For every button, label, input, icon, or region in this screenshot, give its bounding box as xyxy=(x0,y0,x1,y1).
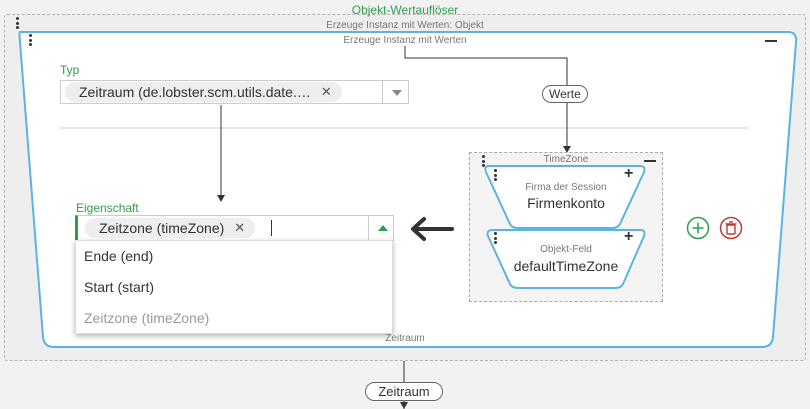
eigenschaft-chip-label: Zeitzone (timeZone) xyxy=(99,220,225,236)
main-kebab-icon[interactable] xyxy=(28,34,32,46)
trash-icon[interactable] xyxy=(719,216,743,240)
dropdown-option-start[interactable]: Start (start) xyxy=(84,279,155,295)
typ-chip-close-icon[interactable]: ✕ xyxy=(320,84,332,99)
typ-select-divider xyxy=(382,81,383,103)
timezone-minus-icon[interactable] xyxy=(644,160,656,162)
arrow-left-icon xyxy=(411,217,454,241)
add-circle-icon[interactable] xyxy=(686,216,710,240)
typ-label: Typ xyxy=(60,63,80,77)
typ-select[interactable]: Zeitraum (de.lobster.scm.utils.date.… ✕ xyxy=(60,80,409,104)
main-card-header: Erzeuge Instanz mit Werten xyxy=(343,35,467,46)
text-cursor xyxy=(271,220,272,236)
card1-label: Firma der Session xyxy=(525,182,607,193)
eigenschaft-select-divider xyxy=(368,216,369,240)
card1-value: Firmenkonto xyxy=(527,195,605,211)
outer-title: Objekt-Wertauflöser xyxy=(351,3,459,17)
bottom-zeitraum-pill[interactable]: Zeitraum xyxy=(365,382,443,401)
outer-kebab-icon[interactable] xyxy=(15,17,19,29)
timezone-cards-shapes xyxy=(484,165,646,289)
typ-chip-label: Zeitraum (de.lobster.scm.utils.date.… xyxy=(79,84,311,100)
chevron-down-icon[interactable] xyxy=(392,90,402,96)
outer-subtitle: Erzeuge Instanz mit Werten: Objekt xyxy=(326,20,484,31)
eigenschaft-label: Eigenschaft xyxy=(76,201,139,215)
card1-kebab-icon[interactable] xyxy=(493,169,497,181)
chevron-up-icon[interactable] xyxy=(378,225,388,231)
card2-label: Objekt-Feld xyxy=(540,244,592,255)
eigenschaft-select[interactable]: Zeitzone (timeZone) ✕ xyxy=(75,215,394,241)
eigenschaft-chip: Zeitzone (timeZone) ✕ xyxy=(85,218,256,238)
eigenschaft-dropdown-menu: Ende (end) Start (start) Zeitzone (timeZ… xyxy=(75,240,393,334)
main-card-footer: Zeitraum xyxy=(385,333,425,344)
card2-value: defaultTimeZone xyxy=(513,258,619,274)
typ-chip: Zeitraum (de.lobster.scm.utils.date.… ✕ xyxy=(65,82,342,102)
eigenschaft-chip-close-icon[interactable]: ✕ xyxy=(234,220,246,235)
card2-plus-icon[interactable]: + xyxy=(624,228,634,245)
collapse-minus-icon[interactable] xyxy=(765,40,777,42)
card1-plus-icon[interactable]: + xyxy=(624,165,634,182)
timezone-kebab-icon[interactable] xyxy=(481,155,485,167)
card2-kebab-icon[interactable] xyxy=(493,232,497,244)
werte-pill[interactable]: Werte xyxy=(542,85,588,103)
dropdown-option-timezone: Zeitzone (timeZone) xyxy=(84,310,210,326)
timezone-title: TimeZone xyxy=(543,154,589,165)
dropdown-option-end[interactable]: Ende (end) xyxy=(84,248,154,264)
